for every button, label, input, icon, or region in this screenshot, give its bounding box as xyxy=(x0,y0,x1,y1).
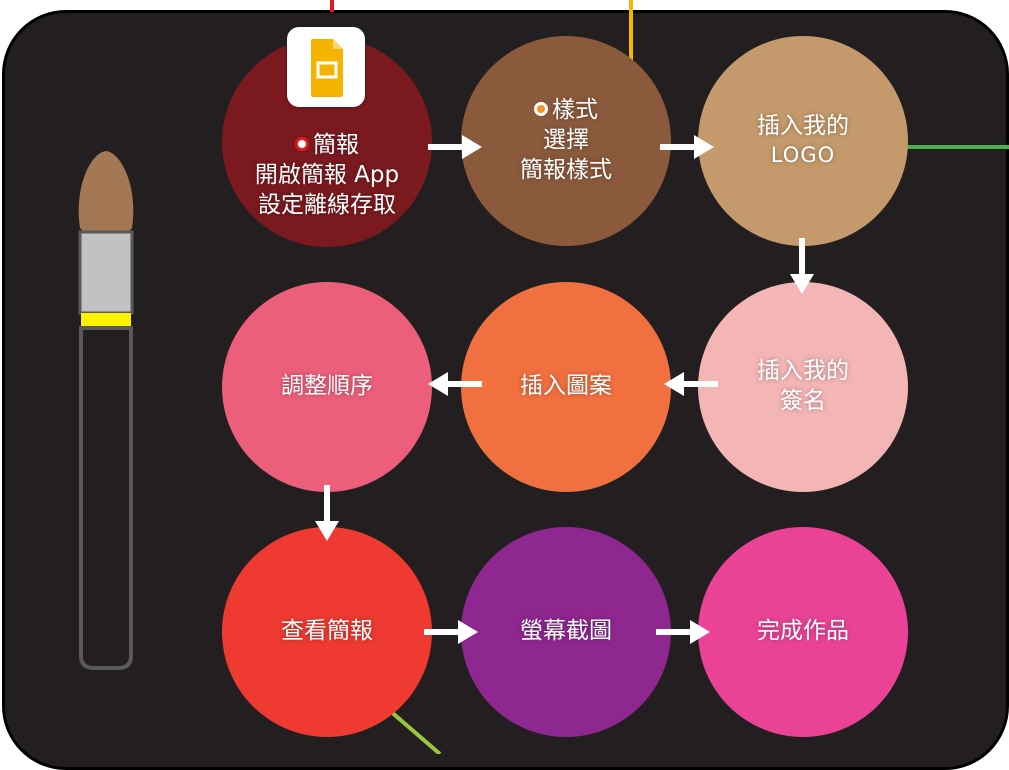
step-screenshot: 螢幕截圖 xyxy=(461,527,671,737)
step-logo: 插入我的 LOGO xyxy=(698,36,908,246)
step-style-line-1: 樣式 xyxy=(552,97,598,124)
step-signature-line-1: 插入我的 xyxy=(757,358,849,385)
step-style: 樣式 選擇 簡報樣式 xyxy=(461,36,671,246)
step-view-line-1: 查看簡報 xyxy=(281,618,373,645)
step-order-line-1: 調整順序 xyxy=(281,373,373,400)
arrow-right-icon xyxy=(428,135,482,159)
step-style-line-2: 選擇 xyxy=(543,127,589,154)
step-screenshot-line-1: 螢幕截圖 xyxy=(520,618,612,645)
step-done-line-1: 完成作品 xyxy=(757,618,849,645)
makeup-brush-icon xyxy=(78,151,134,670)
step-logo-line-1: 插入我的 xyxy=(757,113,849,140)
step-signature-line-2: 簽名 xyxy=(780,388,826,414)
arrow-right-icon xyxy=(656,620,710,644)
google-slides-icon xyxy=(287,27,365,107)
lead-line-yellow xyxy=(629,0,633,78)
step-style-line-3: 簡報樣式 xyxy=(520,156,612,183)
step-view: 查看簡報 xyxy=(222,527,432,737)
arrow-left-icon xyxy=(664,372,718,396)
arrow-right-icon xyxy=(660,135,714,159)
arrow-down-icon xyxy=(790,238,814,294)
step-picture: 插入圖案 xyxy=(461,282,671,492)
step-logo-line-2: LOGO xyxy=(770,143,836,168)
red-dot-icon xyxy=(295,136,309,151)
arrow-down-icon xyxy=(315,485,339,541)
step-signature: 插入我的 簽名 xyxy=(698,282,908,492)
step-done: 完成作品 xyxy=(698,527,908,737)
step-order: 調整順序 xyxy=(222,282,432,492)
step-slides-line-3: 設定離線存取 xyxy=(258,191,396,218)
lead-line-green xyxy=(888,145,1009,149)
lead-line-red xyxy=(330,0,334,12)
step-slides: 簡報 開啟簡報 App 設定離線存取 xyxy=(222,37,432,247)
arrow-right-icon xyxy=(424,620,478,644)
arrow-left-icon xyxy=(428,372,482,396)
orange-dot-icon xyxy=(534,101,548,116)
step-slides-line-1: 簡報 xyxy=(313,132,359,159)
step-slides-line-2: 開啟簡報 App xyxy=(254,162,400,189)
step-picture-line-1: 插入圖案 xyxy=(520,373,612,400)
